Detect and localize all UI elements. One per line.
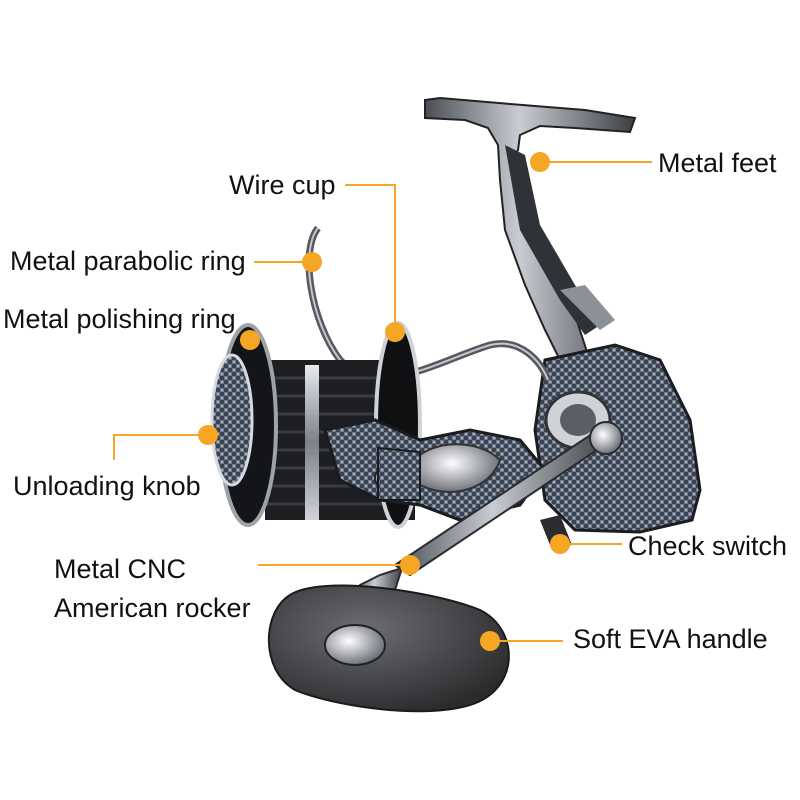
callout-metal-feet: Metal feet [658,148,777,178]
callout-dots [198,152,570,651]
reel-foot-shape [424,96,637,362]
callout-metal-cnc: Metal CNC [54,554,187,584]
callout-check-switch: Check switch [628,531,788,561]
leader-lines [113,161,652,642]
callout-american-rocker: American rocker [54,593,251,623]
callout-soft-eva-handle: Soft EVA handle [573,624,768,654]
callout-metal-parabolic-ring: Metal parabolic ring [10,246,246,276]
callout-unloading-knob: Unloading knob [13,471,201,501]
callout-metal-polishing-ring: Metal polishing ring [3,304,236,334]
reel-rotor-shape [323,418,547,522]
reel-eva-knob-shape [267,584,510,713]
callout-wire-cup: Wire cup [229,170,336,200]
